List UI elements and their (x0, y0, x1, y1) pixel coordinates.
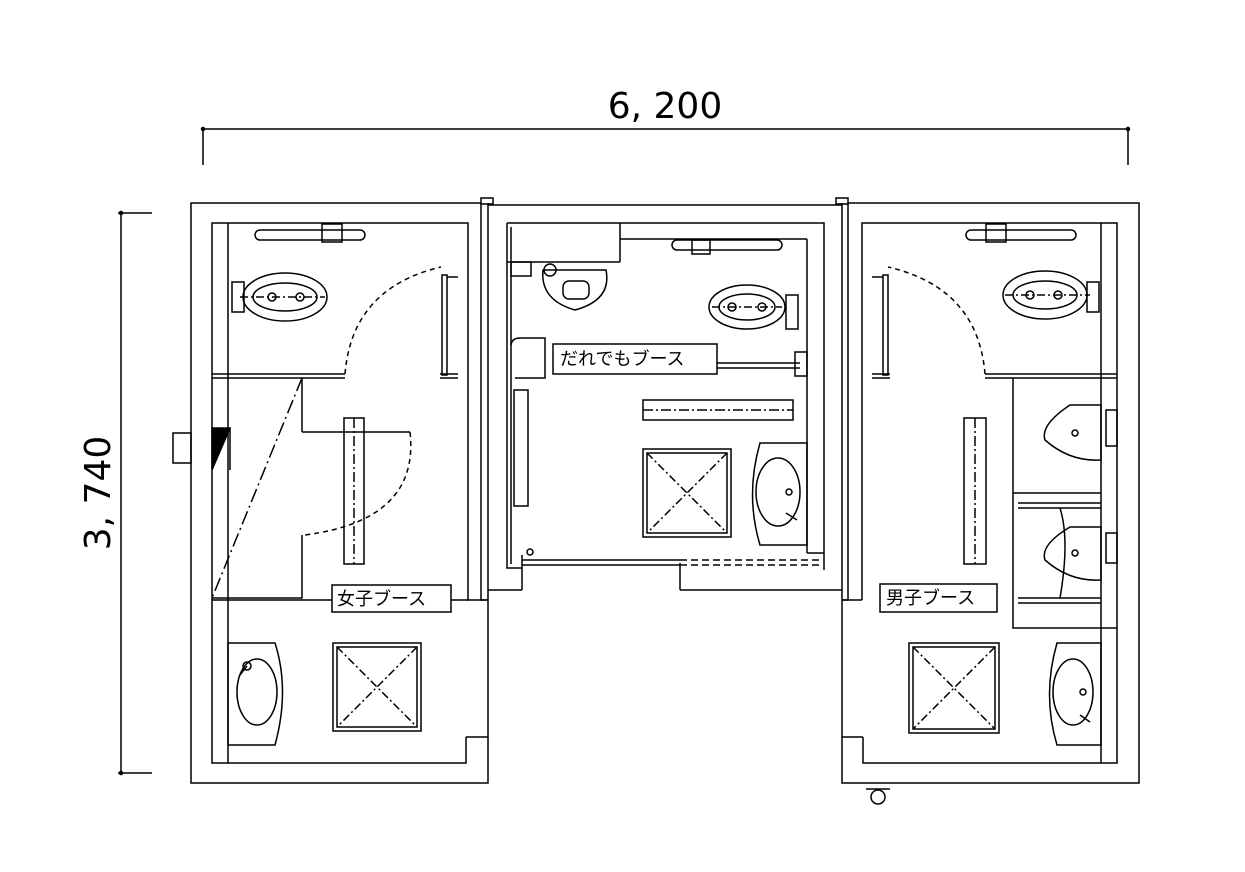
universal-booth-label: だれでもブース (560, 348, 685, 370)
universal-module-walls (480, 197, 849, 600)
universal-label-box (552, 343, 718, 375)
width-dimension (200, 126, 1131, 165)
women-booth-label: 女子ブース (337, 588, 426, 610)
height-dimension-label: 3, 740 (78, 436, 119, 551)
women-module-walls (172, 202, 489, 784)
women-label-box (331, 584, 452, 613)
men-label-box (879, 583, 998, 613)
men-booth-label: 男子ブース (886, 587, 975, 609)
height-dimension (118, 210, 152, 776)
width-dimension-label: 6, 200 (608, 86, 723, 127)
men-module-walls (841, 202, 1140, 805)
